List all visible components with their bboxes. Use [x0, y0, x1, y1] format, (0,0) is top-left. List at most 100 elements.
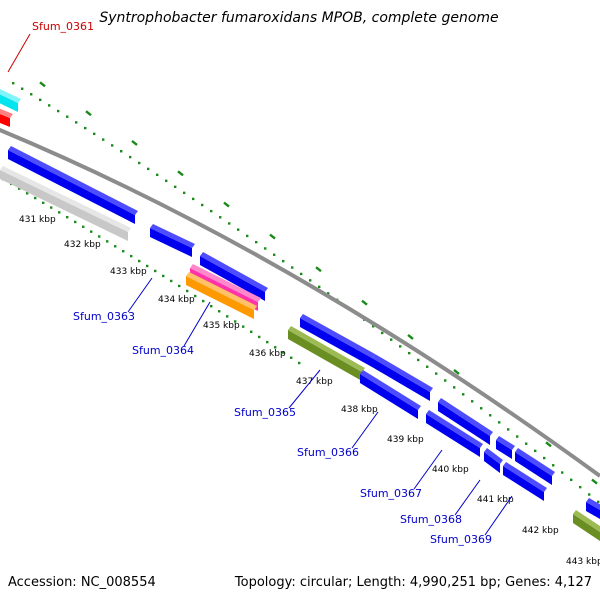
inner-tick-dot — [114, 245, 117, 248]
inner-tick-dot — [106, 240, 109, 243]
tick-dot — [210, 209, 213, 213]
major-tick — [223, 201, 230, 208]
feature-cds-9-face — [496, 440, 512, 459]
feature-cds-1-top — [8, 146, 138, 215]
feature-pseudo-top — [0, 166, 131, 232]
major-tick — [407, 334, 414, 340]
feature-cds-5 — [372, 354, 433, 401]
inner-tick-dot — [242, 325, 245, 328]
tick-dot — [12, 82, 15, 85]
tick-dot — [174, 185, 177, 189]
tick-dot — [102, 138, 105, 141]
tick-dot — [246, 234, 249, 238]
inner-tick-dot — [74, 220, 77, 224]
gene-label: Sfum_0361 — [32, 20, 94, 33]
leader-line — [454, 479, 481, 516]
inner-tick-dot — [274, 346, 277, 349]
feature-misc-top — [288, 326, 365, 372]
inner-tick-dot — [162, 274, 165, 278]
gene-label: Sfum_0367 — [360, 487, 422, 500]
kbp-label: 435 kbp — [203, 321, 240, 331]
outer-tick-track — [12, 81, 600, 504]
tick-dot — [291, 266, 294, 269]
gene-labels: Sfum_0361Sfum_0363Sfum_0364Sfum_0365Sfum… — [7, 20, 513, 546]
leader-line — [183, 301, 211, 347]
tick-dot — [408, 351, 411, 355]
feature-cds-1 — [8, 146, 138, 224]
inner-tick-dot — [122, 249, 125, 253]
tick-dot — [21, 87, 24, 90]
feature-cds-12-face — [503, 466, 544, 501]
feature-misc-2-face — [573, 514, 600, 541]
feature-cds-10 — [484, 448, 503, 473]
inner-tick-dot — [170, 279, 173, 283]
kbp-label: 437 kbp — [296, 377, 333, 387]
tick-dot — [462, 393, 465, 396]
inner-tick-dot — [82, 225, 85, 229]
kbp-label: 434 kbp — [158, 295, 195, 305]
gene-label: Sfum_0363 — [73, 310, 135, 323]
tick-dot — [282, 259, 285, 263]
feature-cds-6 — [360, 370, 421, 419]
tick-dot — [111, 144, 114, 147]
feature-pink-top — [190, 264, 261, 302]
tick-dot — [453, 386, 456, 389]
major-tick — [85, 110, 92, 117]
tick-dot — [534, 449, 537, 453]
feature-cds-10-face — [484, 452, 500, 473]
tick-dot — [570, 478, 573, 482]
kbp-label: 438 kbp — [341, 405, 378, 415]
tick-dot — [93, 132, 96, 136]
kbp-label: 436 kbp — [249, 349, 286, 359]
tick-dot — [255, 240, 258, 244]
tick-dot — [300, 272, 303, 276]
feature-pseudo-face — [0, 170, 128, 241]
leader-line — [413, 449, 443, 490]
tick-dot — [327, 292, 330, 295]
feature-cds-2-top — [150, 224, 195, 248]
kbp-label: 442 kbp — [522, 526, 559, 536]
tick-dot — [192, 197, 195, 201]
feature-cds-3-top — [200, 252, 268, 292]
major-tick — [591, 478, 598, 485]
feature-cds-2 — [150, 224, 195, 257]
gene-label: Sfum_0368 — [400, 513, 462, 526]
tick-dot — [435, 372, 438, 375]
feature-cds-8-face — [426, 414, 480, 457]
inner-tick-dot — [266, 340, 269, 344]
kbp-label: 432 kbp — [64, 240, 101, 250]
tick-dot — [381, 331, 384, 335]
tick-dot — [399, 345, 402, 348]
kbp-label: 441 kbp — [477, 495, 514, 505]
feature-cds-12-top — [503, 462, 547, 492]
tick-dot — [201, 203, 204, 207]
map-title: Syntrophobacter fumaroxidans MPOB, compl… — [99, 10, 498, 26]
tick-dot — [390, 338, 393, 341]
tick-dot — [444, 379, 447, 382]
feature-orange-top — [186, 272, 257, 310]
feature-cds-9 — [496, 436, 515, 459]
leader-line — [351, 411, 379, 449]
feature-misc-2-top — [573, 510, 600, 532]
feature-cds-13-top — [586, 498, 600, 510]
feature-cds-6-face — [360, 374, 418, 419]
feature-cds-8 — [426, 410, 483, 457]
feature-cds-8-top — [426, 410, 483, 448]
feature-cds-11 — [515, 448, 555, 485]
inner-tick-dot — [194, 294, 197, 298]
tick-dot — [579, 485, 582, 489]
feature-cds-3-face — [200, 256, 265, 301]
feature-red — [0, 108, 13, 127]
inner-tick-dot — [218, 310, 221, 313]
inner-tick-dot — [26, 192, 29, 195]
leader-line — [288, 369, 321, 409]
gene-label: Sfum_0364 — [132, 344, 194, 357]
inner-tick-dot — [130, 254, 133, 258]
major-tick — [269, 233, 276, 240]
tick-dot — [480, 407, 483, 410]
leader-line — [484, 495, 513, 536]
feature-cds-7 — [438, 398, 493, 445]
major-tick — [131, 139, 138, 146]
tick-dot — [57, 109, 60, 113]
gene-label: Sfum_0369 — [430, 533, 492, 546]
